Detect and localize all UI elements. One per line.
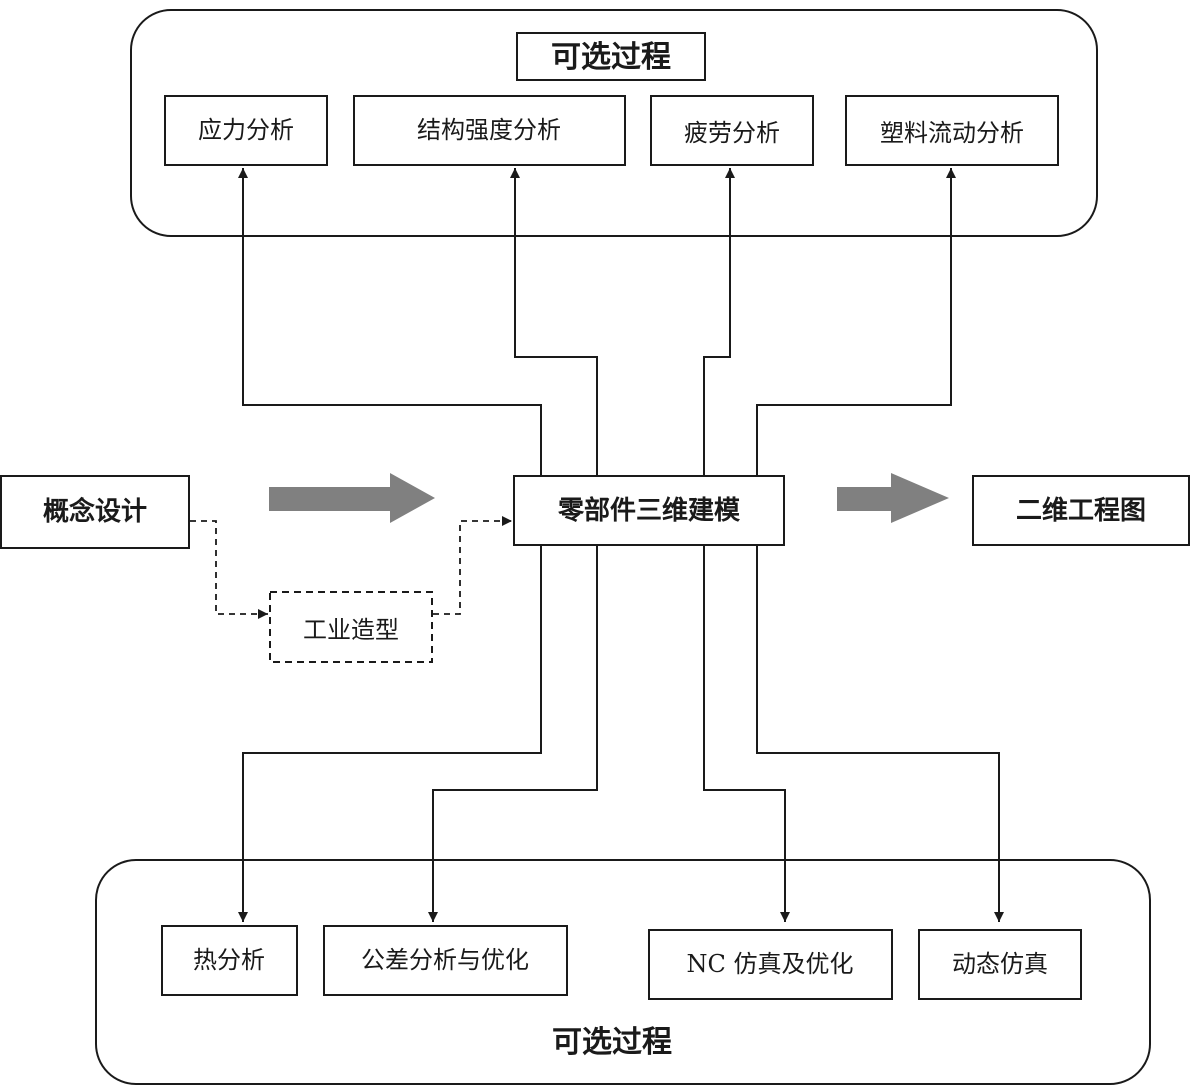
node-label: 公差分析与优化 [361,946,529,974]
node-label: 零部件三维建模 [558,495,741,526]
top-group-frame [130,9,1098,237]
node-label: 疲劳分析 [684,119,780,147]
connectors-up [238,168,956,477]
node-label: 二维工程图 [1016,495,1146,526]
bottom-optional-group: 热分析 公差分析与优化 NC 仿真及优化 动态仿真 可选过程 [95,859,1151,1085]
node-2d-drawing: 二维工程图 [972,475,1190,546]
bottom-group-title: 可选过程 [552,1025,672,1060]
big-arrow-concept-to-model [269,473,435,523]
node-label: 动态仿真 [952,950,1048,978]
node-label: 塑料流动分析 [880,119,1024,147]
node-structural-strength: 结构强度分析 [353,95,626,166]
node-fatigue-analysis: 疲劳分析 [650,95,814,166]
connector-to-nc-sim [703,545,790,922]
node-tolerance-optimization: 公差分析与优化 [323,925,568,996]
connector-to-thermal [238,545,542,922]
node-nc-simulation: NC 仿真及优化 [648,929,893,1000]
node-3d-modeling: 零部件三维建模 [513,475,785,546]
node-thermal-analysis: 热分析 [161,925,298,996]
dashed-connector-in [190,520,268,619]
connector-to-dynamic-sim [756,545,1004,922]
connector-to-plastic-flow [756,168,956,477]
node-stress-analysis: 应力分析 [164,95,328,166]
node-dynamic-simulation: 动态仿真 [918,929,1082,1000]
node-label: 应力分析 [198,116,294,144]
node-label: 热分析 [193,946,265,974]
dashed-industrial-path [190,516,512,619]
big-arrow-model-to-drawing [837,473,949,523]
node-concept-design: 概念设计 [0,475,190,549]
top-group-title: 可选过程 [551,40,671,75]
connector-to-fatigue [703,168,735,477]
node-industrial-design: 工业造型 [269,591,433,663]
connector-to-structural [510,168,598,477]
node-label: 结构强度分析 [417,116,561,144]
node-label: 概念设计 [43,496,147,527]
node-label: 工业造型 [303,616,399,644]
bottom-group-frame [95,859,1151,1085]
node-label: NC 仿真及优化 [687,950,854,978]
connector-to-tolerance [428,545,598,922]
top-optional-group: 可选过程 应力分析 结构强度分析 疲劳分析 塑料流动分析 [130,9,1098,237]
connectors-down [238,545,1004,922]
connector-to-stress [238,168,542,477]
node-plastic-flow: 塑料流动分析 [845,95,1059,166]
top-group-title-box [516,32,706,81]
dashed-connector-out [433,516,512,615]
